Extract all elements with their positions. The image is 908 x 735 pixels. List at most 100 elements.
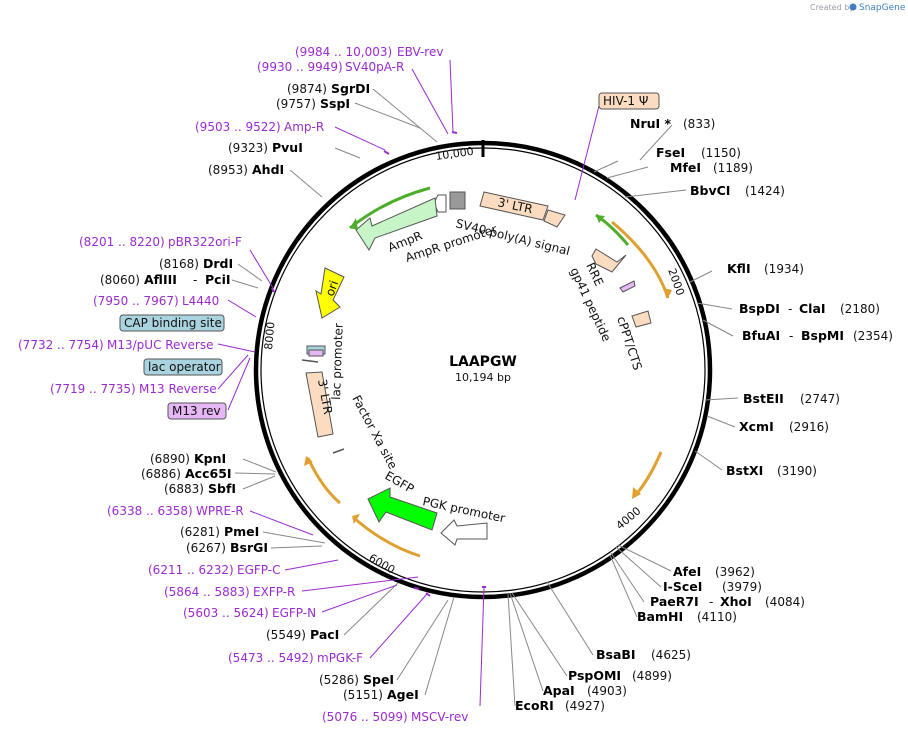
svg-text:(3190): (3190) (777, 464, 817, 478)
svg-text:(6267): (6267) (186, 541, 226, 555)
feature-sv40-block[interactable] (449, 191, 466, 210)
svg-text:BsaBI: BsaBI (596, 647, 636, 662)
enzyme-xcmi[interactable]: XcmI (2916) (739, 419, 829, 434)
svg-text:(4084): (4084) (765, 595, 805, 609)
svg-text:(5603 .. 5624): (5603 .. 5624) (183, 606, 269, 620)
enzyme-kpni[interactable]: (6890) KpnI (150, 451, 226, 466)
feature-gp41-block[interactable] (619, 280, 636, 293)
svg-text:(8168): (8168) (159, 257, 199, 271)
feature-hiv-psi-block[interactable] (543, 209, 566, 228)
primer-exfp-r[interactable]: (5864 .. 5883) EXFP-R (164, 585, 295, 599)
primer-m13-puc-reverse[interactable]: (7732 .. 7754) M13/pUC Reverse (18, 338, 214, 352)
enzyme-paer7i-xhoi[interactable]: PaeR7I - XhoI (4084) (650, 594, 805, 609)
primer-pbr322ori-f[interactable]: (8201 .. 8220) pBR322ori-F (79, 235, 242, 249)
enzyme-i-scei[interactable]: I-SceI (3979) (663, 579, 762, 594)
svg-text:XhoI: XhoI (720, 594, 752, 609)
enzyme-sspi[interactable]: (9757) SspI (276, 96, 350, 111)
svg-text:M13/pUC Reverse: M13/pUC Reverse (107, 338, 214, 352)
enzyme-bfuai-bspmi[interactable]: BfuAI - BspMI (2354) (742, 328, 893, 343)
primer-egfp-c[interactable]: (6211 .. 6232) EGFP-C (148, 563, 280, 577)
svg-text:(6890): (6890) (150, 452, 190, 466)
primer-m13-reverse[interactable]: (7719 .. 7735) M13 Reverse (50, 382, 217, 396)
enzyme-kfli[interactable]: KflI (1934) (727, 261, 804, 276)
svg-text:(4903): (4903) (587, 684, 627, 698)
enzyme-pspomi[interactable]: PspOMI (4899) (568, 668, 672, 683)
enzyme-spei[interactable]: (5286) SpeI (319, 672, 394, 687)
svg-text:(833): (833) (683, 117, 715, 131)
svg-text:(5549): (5549) (266, 628, 306, 642)
enzyme-acc65i[interactable]: (6886) Acc65I (141, 466, 232, 481)
enzyme-pmei[interactable]: (6281) PmeI (180, 524, 259, 539)
enzyme-mfei[interactable]: MfeI (1189) (670, 160, 753, 175)
feature-cppt-block[interactable] (631, 310, 652, 328)
primer-egfp-n[interactable]: (5603 .. 5624) EGFP-N (183, 606, 316, 620)
svg-text:WPRE-R: WPRE-R (196, 504, 244, 518)
feature-rre-block[interactable] (591, 248, 627, 273)
primer-wpre-r[interactable]: (6338 .. 6358) WPRE-R (107, 504, 244, 518)
enzyme-apai[interactable]: ApaI (4903) (543, 683, 627, 698)
svg-text:(8953): (8953) (208, 163, 248, 177)
orf-arrowheads (304, 288, 672, 524)
svg-text:EcoRI: EcoRI (515, 698, 554, 713)
svg-text:AhdI: AhdI (252, 162, 284, 177)
enzyme-bamhi[interactable]: BamHI (4110) (637, 609, 737, 624)
feature-3ltr-top[interactable]: 3' LTR (479, 191, 549, 221)
svg-text:(8201 .. 8220): (8201 .. 8220) (79, 235, 165, 249)
svg-text:(6886): (6886) (141, 467, 181, 481)
primer-sv40pa-r[interactable]: (9930 .. 9949) SV40pA-R (257, 60, 404, 74)
enzyme-bsrgi[interactable]: (6267) BsrGI (186, 540, 268, 555)
svg-text:KpnI: KpnI (194, 451, 226, 466)
svg-text:AgeI: AgeI (387, 687, 419, 702)
svg-text:Acc65I: Acc65I (185, 466, 232, 481)
feature-egfp[interactable]: EGFP (367, 468, 438, 531)
svg-text:PacI: PacI (310, 627, 339, 642)
svg-text:(7719 .. 7735): (7719 .. 7735) (50, 382, 136, 396)
feature-3ltr-left[interactable]: 3' LTR (305, 371, 335, 438)
svg-text:(1189): (1189) (713, 161, 753, 175)
enzyme-drdi[interactable]: (8168) DrdI (159, 256, 233, 271)
primer-mpgk-f[interactable]: (5473 .. 5492) mPGK-F (228, 651, 363, 665)
feature-factor-xa-mark[interactable] (332, 448, 345, 454)
label-lac-operator[interactable]: lac operator (143, 358, 223, 376)
label-hiv-psi[interactable]: HIV-1 Ψ (598, 92, 660, 110)
snapgene-logo-icon (849, 3, 857, 11)
primer-ebv-rev[interactable]: (9984 .. 10,003) EBV-rev (295, 45, 443, 59)
enzyme-afliii-pcii[interactable]: (8060) AflIII - PciI (100, 272, 231, 287)
enzyme-paci[interactable]: (5549) PacI (266, 627, 339, 642)
enzyme-sbfi[interactable]: (6883) SbfI (164, 481, 236, 496)
enzyme-ahdi[interactable]: (8953) AhdI (208, 162, 284, 177)
label-m13-rev[interactable]: M13 rev (167, 402, 227, 420)
svg-text:EGFP-N: EGFP-N (272, 606, 316, 620)
feature-ori[interactable]: ori (315, 267, 345, 319)
enzyme-fsei[interactable]: FseI (1150) (656, 145, 741, 160)
enzyme-bsabi[interactable]: BsaBI (4625) (596, 647, 691, 662)
enzyme-bbvci[interactable]: BbvCI (1424) (690, 183, 785, 198)
primer-amp-r[interactable]: (9503 .. 9522) Amp-R (195, 120, 324, 134)
svg-text:(5076 .. 5099): (5076 .. 5099) (322, 710, 408, 724)
svg-text:BbvCI: BbvCI (690, 183, 730, 198)
enzyme-pvui[interactable]: (9323) PvuI (228, 140, 303, 155)
enzyme-agei[interactable]: (5151) AgeI (343, 687, 419, 702)
svg-text:BamHI: BamHI (637, 609, 683, 624)
enzyme-bspdi-clai[interactable]: BspDI - ClaI (2180) (739, 301, 880, 316)
enzyme-bstxi[interactable]: BstXI (3190) (726, 463, 817, 478)
label-cap-binding-site[interactable]: CAP binding site (119, 314, 225, 332)
enzyme-afei[interactable]: AfeI (3962) (673, 564, 755, 579)
plasmid-size: 10,194 bp (455, 371, 511, 384)
svg-text:BsrGI: BsrGI (230, 540, 268, 555)
svg-text:ori: ori (323, 279, 341, 298)
feature-cap-mark[interactable] (301, 359, 319, 363)
svg-text:(2747): (2747) (800, 392, 840, 406)
svg-text:-: - (193, 273, 197, 287)
enzyme-bsteii[interactable]: BstEII (2747) (743, 391, 840, 406)
enzyme-ecori[interactable]: EcoRI (4927) (515, 698, 605, 713)
primer-mscv-rev[interactable]: (5076 .. 5099) MSCV-rev (322, 710, 468, 724)
feature-m13rev-block[interactable] (308, 349, 324, 357)
primer-l4440[interactable]: (7950 .. 7967) L4440 (93, 294, 219, 308)
svg-text:MfeI: MfeI (670, 160, 701, 175)
svg-text:CAP binding site: CAP binding site (124, 316, 222, 330)
enzyme-sgrdi[interactable]: (9874) SgrDI (287, 81, 370, 96)
svg-text:(1934): (1934) (764, 262, 804, 276)
enzyme-nrui[interactable]: NruI * (833) (630, 116, 715, 131)
